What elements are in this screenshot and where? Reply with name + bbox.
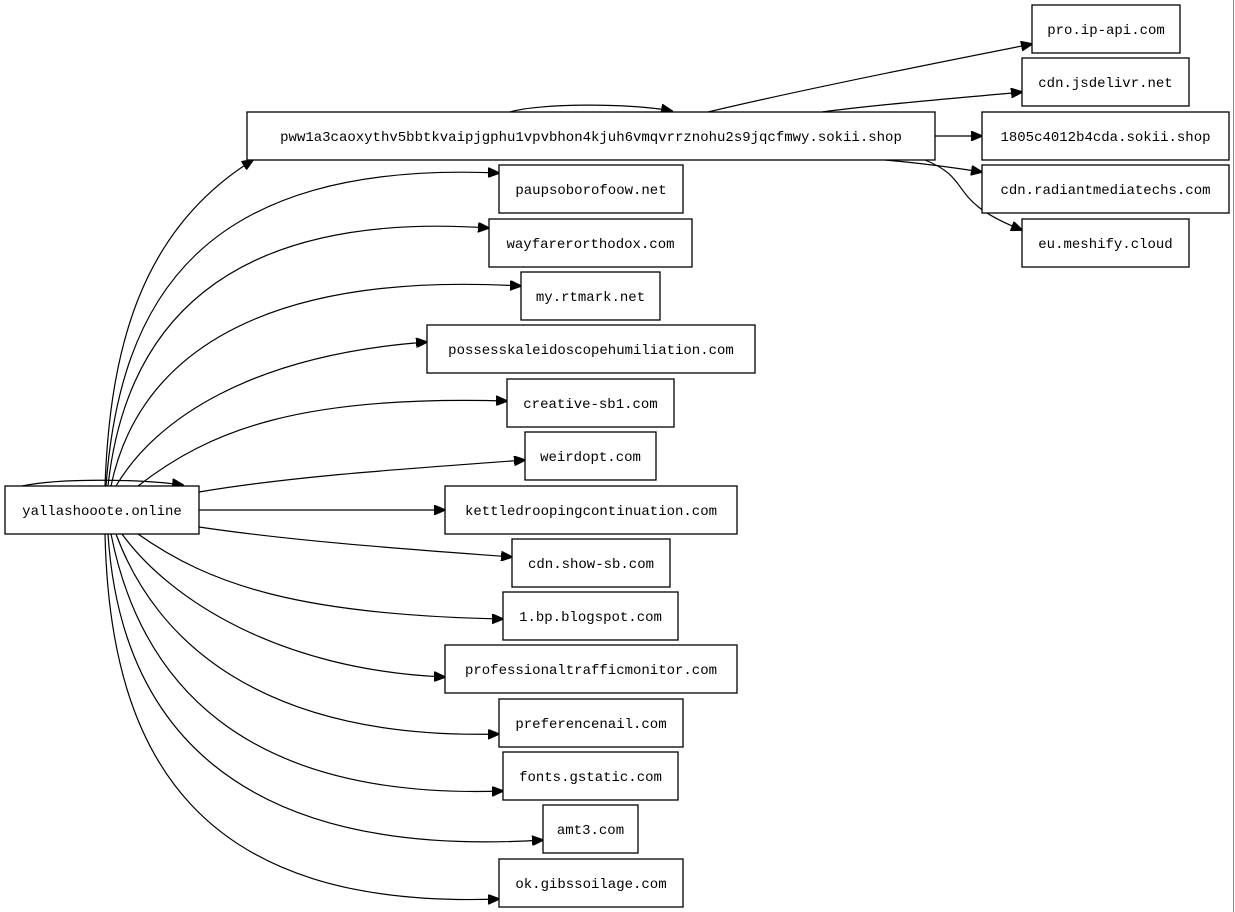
node-label: pww1a3caoxythv5bbtkvaipjgphu1vpvbhon4kju… xyxy=(280,130,902,146)
node-box xyxy=(520,271,661,321)
node-box xyxy=(498,698,684,748)
right-border-divider xyxy=(1233,0,1234,912)
node-box xyxy=(524,431,657,481)
node-label: pro.ip-api.com xyxy=(1047,23,1165,39)
node-label: wayfarerorthodox.com xyxy=(506,237,674,253)
graph-node-gibbs[interactable]: ok.gibssoilage.com xyxy=(498,858,684,908)
node-label: cdn.jsdelivr.net xyxy=(1038,76,1172,92)
node-box xyxy=(502,751,679,801)
node-box xyxy=(498,858,684,908)
node-label: 1.bp.blogspot.com xyxy=(519,610,662,626)
node-box xyxy=(426,324,756,374)
node-label: amt3.com xyxy=(557,823,624,839)
node-label: paupsoborofoow.net xyxy=(515,183,666,199)
edge-root-to-gstatic xyxy=(110,533,503,791)
node-label: professionaltrafficmonitor.com xyxy=(465,663,717,679)
node-label: fonts.gstatic.com xyxy=(519,770,662,786)
node-box xyxy=(498,164,684,214)
node-label: eu.meshify.cloud xyxy=(1038,237,1172,253)
node-label: preferencenail.com xyxy=(515,717,666,733)
edge-root-to-blogspot xyxy=(137,533,503,619)
graph-node-blogspot[interactable]: 1.bp.blogspot.com xyxy=(502,591,679,641)
edge-root-to-proftraffic xyxy=(121,533,445,677)
node-label: ok.gibssoilage.com xyxy=(515,877,666,893)
graph-node-ipapi[interactable]: pro.ip-api.com xyxy=(1031,4,1181,54)
node-box xyxy=(1021,57,1190,107)
node-box xyxy=(444,485,738,535)
node-box xyxy=(506,378,675,428)
node-label: creative-sb1.com xyxy=(523,397,657,413)
graph-node-cdnshow[interactable]: cdn.show-sb.com xyxy=(511,538,671,588)
graph-node-jsdelivr[interactable]: cdn.jsdelivr.net xyxy=(1021,57,1190,107)
edge-root-to-possess xyxy=(115,342,427,487)
edge-root-to-amt3 xyxy=(107,533,543,842)
node-box xyxy=(981,111,1230,161)
edge-pww-to-radiant xyxy=(884,159,982,172)
edge-pww-to-pww xyxy=(509,105,672,112)
node-box xyxy=(542,804,639,854)
graph-node-pww[interactable]: pww1a3caoxythv5bbtkvaipjgphu1vpvbhon4kju… xyxy=(246,111,936,161)
node-label: cdn.radiantmediatechs.com xyxy=(1000,183,1210,199)
graph-node-rtmark[interactable]: my.rtmark.net xyxy=(520,271,661,321)
node-label: my.rtmark.net xyxy=(536,290,645,306)
edge-pww-to-meshify xyxy=(924,159,1022,230)
graph-node-wayf[interactable]: wayfarerorthodox.com xyxy=(488,218,693,268)
edge-root-to-weirdopt xyxy=(198,460,525,493)
edge-root-to-wayf xyxy=(107,226,489,487)
node-box xyxy=(444,644,738,694)
edge-root-to-paup xyxy=(105,172,499,487)
node-label: yallashooote.online xyxy=(22,504,182,520)
graph-node-weirdopt[interactable]: weirdopt.com xyxy=(524,431,657,481)
node-label: cdn.show-sb.com xyxy=(528,557,654,573)
graph-node-sokii1805[interactable]: 1805c4012b4cda.sokii.shop xyxy=(981,111,1230,161)
edges-layer xyxy=(21,44,1032,900)
graph-node-radiant[interactable]: cdn.radiantmediatechs.com xyxy=(981,164,1230,214)
node-label: possesskaleidoscopehumiliation.com xyxy=(448,343,734,359)
nodes-layer: yallashooote.online pww1a3caoxythv5bbtkva… xyxy=(4,4,1230,908)
graph-node-root[interactable]: yallashooote.online xyxy=(4,485,200,535)
node-box xyxy=(4,485,200,535)
node-box xyxy=(1031,4,1181,54)
graph-node-amt3[interactable]: amt3.com xyxy=(542,804,639,854)
graph-node-prefer[interactable]: preferencenail.com xyxy=(498,698,684,748)
node-label: kettledroopingcontinuation.com xyxy=(465,504,717,520)
edge-root-to-pww xyxy=(104,160,253,487)
edge-root-to-prefer xyxy=(115,533,499,734)
edge-pww-to-jsdelivr xyxy=(821,92,1022,113)
edge-root-to-gibbs xyxy=(104,533,499,900)
graph-node-proftraffic[interactable]: professionaltrafficmonitor.com xyxy=(444,644,738,694)
graph-node-possess[interactable]: possesskaleidoscopehumiliation.com xyxy=(426,324,756,374)
graph-node-kettle[interactable]: kettledroopingcontinuation.com xyxy=(444,485,738,535)
node-label: weirdopt.com xyxy=(540,450,641,466)
graph-node-creative[interactable]: creative-sb1.com xyxy=(506,378,675,428)
graph-node-gstatic[interactable]: fonts.gstatic.com xyxy=(502,751,679,801)
node-box xyxy=(981,164,1230,214)
node-box xyxy=(511,538,671,588)
edge-root-to-creative xyxy=(137,400,507,487)
graph-node-paup[interactable]: paupsoborofoow.net xyxy=(498,164,684,214)
node-box xyxy=(1021,218,1190,268)
edge-root-to-rtmark xyxy=(110,284,521,487)
node-box xyxy=(246,111,936,161)
node-label: 1805c4012b4cda.sokii.shop xyxy=(1000,130,1210,146)
node-box xyxy=(488,218,693,268)
edge-root-to-root xyxy=(21,480,183,486)
node-box xyxy=(502,591,679,641)
edge-root-to-cdnshow xyxy=(198,526,512,557)
graph-node-meshify[interactable]: eu.meshify.cloud xyxy=(1021,218,1190,268)
edge-pww-to-ipapi xyxy=(707,44,1032,113)
